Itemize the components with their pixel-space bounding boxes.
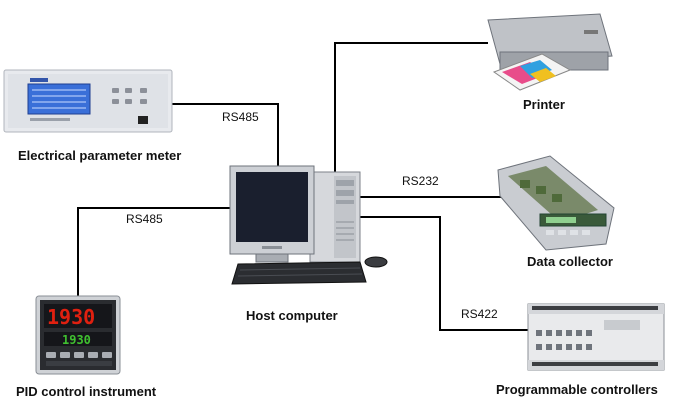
line-meter-host: [172, 103, 279, 166]
pid-control-instrument-label: PID control instrument: [16, 384, 157, 399]
printer-label: Printer: [523, 97, 565, 112]
link-label-host-collector: RS232: [402, 174, 439, 188]
link-label-host-plc: RS422: [461, 307, 498, 321]
electrical-parameter-meter-icon: [3, 69, 173, 133]
line-host-plc: [356, 216, 528, 331]
electrical-parameter-meter-label: Electrical parameter meter: [18, 148, 182, 163]
pid-display-top: 1930: [47, 305, 95, 329]
link-label-pid-host: RS485: [126, 212, 163, 226]
host-computer-icon: [229, 165, 388, 285]
printer-icon: [487, 13, 613, 91]
pid-display-bottom: 1930: [62, 333, 91, 347]
data-collector-label: Data collector: [527, 254, 613, 269]
link-label-meter-host: RS485: [222, 110, 259, 124]
line-host-printer: [334, 42, 488, 172]
line-pid-host: [77, 207, 232, 298]
programmable-controllers-icon: [527, 303, 665, 371]
host-computer-label: Host computer: [246, 308, 338, 323]
programmable-controllers-label: Programmable controllers: [496, 382, 658, 397]
connection-lines: [77, 42, 528, 331]
data-collector-icon: [497, 155, 615, 251]
pid-control-instrument-icon: 1930 1930: [35, 295, 121, 375]
